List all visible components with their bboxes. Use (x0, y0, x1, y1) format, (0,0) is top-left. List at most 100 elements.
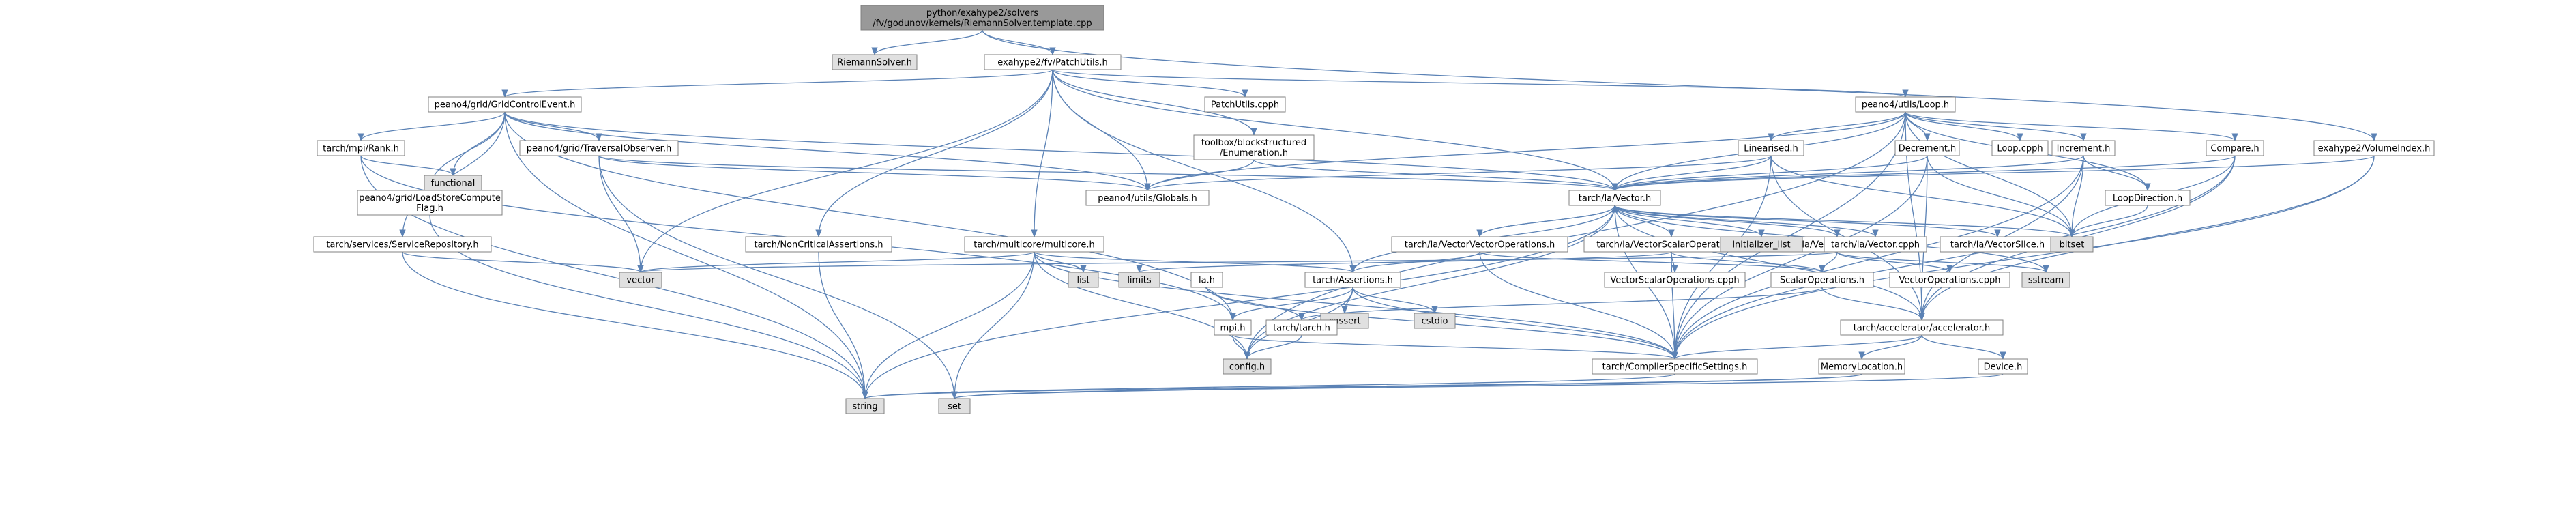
node-vecslice[interactable]: tarch/la/VectorSlice.h (1940, 236, 2055, 252)
edge-patchutils-to-gridcontrol (501, 69, 1053, 98)
edge-linearised-to-compiler (1671, 155, 1772, 360)
edge-noncritical-to-string (818, 251, 868, 400)
node-servicerepo[interactable]: tarch/services/ServiceRepository.h (313, 236, 492, 252)
node-assertions[interactable]: tarch/Assertions.h (1304, 272, 1401, 288)
node-root[interactable]: python/exahype2/solvers/fv/godunov/kerne… (860, 5, 1104, 31)
node-rank[interactable]: tarch/mpi/Rank.h (317, 140, 405, 156)
node-functional[interactable]: functional (424, 175, 482, 191)
node-label: tarch/mpi/Rank.h (323, 144, 399, 154)
node-tarchh[interactable]: tarch/tarch.h (1265, 319, 1338, 336)
node-vector[interactable]: tarch/la/Vector.h (1568, 190, 1661, 206)
node-patchutilscpph[interactable]: PatchUtils.cpph (1204, 96, 1286, 113)
edge-assertions-to-cassert (1341, 287, 1353, 315)
node-volumeindex[interactable]: exahype2/VolumeIndex.h (2313, 140, 2435, 156)
edge-multicore-to-set (951, 251, 1035, 400)
node-box (1118, 272, 1160, 288)
dependency-edges (357, 29, 2377, 400)
node-box (745, 236, 892, 252)
node-box (1855, 96, 1956, 113)
edge-servicerepo-to-vectorstd (402, 251, 644, 274)
edge-vector-to-bitset (1614, 205, 2075, 238)
edge-gridcontrol-to-globals (504, 111, 1151, 192)
node-set[interactable]: set (938, 398, 971, 414)
node-initlist[interactable]: initializer_list (1720, 236, 1803, 252)
edge-increment-to-bitset (2068, 155, 2084, 238)
node-decrement[interactable]: Decrement.h (1894, 140, 1960, 156)
node-label: la.h (1199, 276, 1215, 286)
edge-decrement-to-vector (1611, 155, 1928, 192)
node-accelerator[interactable]: tarch/accelerator/accelerator.h (1840, 319, 2004, 336)
node-label: /fv/godunov/kernels/RiemannSolver.templa… (873, 18, 1092, 29)
edge-linearised-to-bitset (1770, 155, 2075, 238)
node-vectorcpph[interactable]: tarch/la/Vector.cpph (1824, 236, 1927, 252)
edge-vecscalarops-to-compiler (1671, 251, 1678, 360)
node-traversal[interactable]: peano4/grid/TraversalObserver.h (519, 140, 679, 156)
node-loop[interactable]: peano4/utils/Loop.h (1855, 96, 1956, 113)
node-label: tarch/CompilerSpecificSettings.h (1602, 362, 1748, 373)
edge-loop-to-compare (1905, 111, 2238, 142)
edge-accelerator-to-memloc (1858, 334, 1922, 360)
node-box (1824, 236, 1927, 252)
node-multicore[interactable]: tarch/multicore/multicore.h (964, 236, 1104, 252)
node-limits[interactable]: limits (1118, 272, 1160, 288)
node-label: toolbox/blockstructured (1201, 138, 1306, 148)
node-box (1391, 236, 1568, 252)
node-label: MemoryLocation.h (1821, 362, 1903, 373)
node-scalarops[interactable]: ScalarOperations.h (1770, 272, 1874, 288)
node-vectorstd[interactable]: vector (619, 272, 662, 288)
node-loopcpph[interactable]: Loop.cpph (1991, 140, 2049, 156)
node-box (1304, 272, 1401, 288)
edge-vector-to-vecslice (1614, 205, 2001, 238)
node-label: VectorScalarOperations.cpph (1610, 276, 1739, 286)
node-loopdirection[interactable]: LoopDirection.h (2105, 190, 2191, 206)
node-compare[interactable]: Compare.h (2206, 140, 2264, 156)
node-box (1190, 272, 1223, 288)
node-vecscalarcpph[interactable]: VectorScalarOperations.cpph (1604, 272, 1746, 288)
node-compiler[interactable]: tarch/CompilerSpecificSettings.h (1592, 358, 1758, 375)
edge-patchutils-to-vectorstd (637, 69, 1053, 274)
node-gridcontrol[interactable]: peano4/grid/GridControlEvent.h (428, 96, 582, 113)
node-box (2206, 140, 2264, 156)
node-globals[interactable]: peano4/utils/Globals.h (1085, 190, 1210, 206)
edge-accelerator-to-compiler (1671, 334, 1922, 360)
node-label: vector (626, 276, 655, 286)
node-mpi[interactable]: mpi.h (1214, 319, 1252, 336)
node-sstream[interactable]: sstream (2021, 272, 2070, 288)
edge-rank-to-functional (360, 155, 456, 177)
node-string[interactable]: string (845, 398, 885, 414)
node-vecvecops[interactable]: tarch/la/VectorVectorOperations.h (1391, 236, 1568, 252)
edge-vector-to-config (1244, 205, 1615, 360)
node-noncritical[interactable]: tarch/NonCriticalAssertions.h (745, 236, 892, 252)
node-cstdio[interactable]: cstdio (1414, 313, 1456, 329)
edge-gridcontrol-to-string (504, 111, 868, 400)
node-increment[interactable]: Increment.h (2051, 140, 2116, 156)
node-label: tarch/NonCriticalAssertions.h (754, 240, 883, 250)
edge-gridcontrol-to-functional (450, 111, 506, 177)
node-device[interactable]: Device.h (1978, 358, 2028, 375)
node-bitset[interactable]: bitset (2050, 236, 2094, 252)
node-vecopscpph[interactable]: VectorOperations.cpph (1889, 272, 2010, 288)
node-riemann[interactable]: RiemannSolver.h (832, 54, 918, 70)
node-box (519, 140, 679, 156)
node-linearised[interactable]: Linearised.h (1738, 140, 1804, 156)
node-config[interactable]: config.h (1223, 358, 1272, 375)
edge-root-to-patchutils (982, 29, 1056, 56)
edge-increment-to-vector (1611, 155, 2084, 192)
edge-traversal-to-vectorstd (598, 155, 644, 274)
node-blockenum[interactable]: toolbox/blockstructured/Enumeration.h (1193, 134, 1315, 160)
node-list[interactable]: list (1068, 272, 1099, 288)
edge-tarchh-to-config (1244, 334, 1302, 360)
node-lah[interactable]: la.h (1190, 272, 1223, 288)
node-label: peano4/grid/TraversalObserver.h (527, 144, 671, 154)
edge-increment-to-loopdirection (2083, 155, 2151, 192)
node-vecscalarops[interactable]: tarch/la/VectorScalarOperations.h (1583, 236, 1759, 252)
node-label: /Enumeration.h (1220, 148, 1288, 158)
node-label: set (948, 402, 961, 412)
node-label: Decrement.h (1899, 144, 1957, 154)
node-memloc[interactable]: MemoryLocation.h (1818, 358, 1905, 375)
node-patchutils[interactable]: exahype2/fv/PatchUtils.h (984, 54, 1122, 70)
edge-patchutils-to-patchutilscpph (1052, 69, 1248, 98)
edge-loop-to-bitset (1905, 111, 2075, 238)
